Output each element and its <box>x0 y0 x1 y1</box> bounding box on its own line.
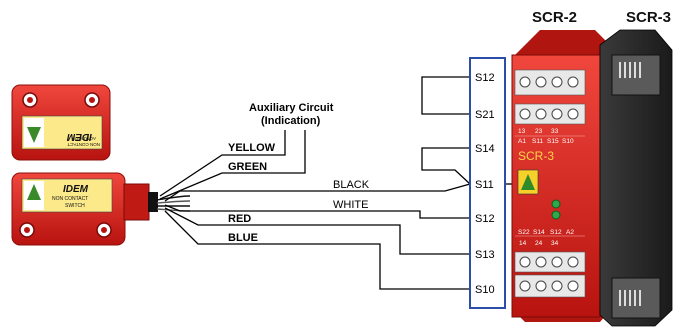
terminal-label: S21 <box>475 109 495 121</box>
relay-term-label: S10 <box>562 138 574 145</box>
relay-term-label: S12 <box>550 229 562 236</box>
wire-label-red: RED <box>228 213 251 225</box>
relay-module: 13 23 33 A1 S11 S15 S10 SCR-3 S22 S14 S1… <box>511 30 610 322</box>
jumper-s14-s11 <box>421 147 471 185</box>
wire-green <box>159 130 306 200</box>
wire-red <box>164 207 470 255</box>
relay-housing-dark <box>599 29 673 327</box>
terminal-box <box>469 57 506 309</box>
arrow-logo-icon <box>27 184 41 200</box>
terminal-label: S10 <box>475 284 495 296</box>
bottom-screw-block <box>514 251 586 273</box>
title-scr3: SCR-3 <box>626 9 671 26</box>
relay-model-label: SCR-3 <box>518 149 554 163</box>
relay-term-label: A2 <box>566 229 574 236</box>
switch-device: IDEM NON CONTACT SWITCH <box>11 172 158 246</box>
terminal-label: S12 <box>475 72 495 84</box>
actuator-line1: NON CONTACT <box>67 142 100 147</box>
title-scr2: SCR-2 <box>532 9 577 26</box>
relay-term-label: S22 <box>518 229 530 236</box>
relay-term-label: 24 <box>535 240 543 247</box>
relay-term-label: 33 <box>551 128 559 135</box>
status-led-icon <box>551 210 561 220</box>
wire-label-green: GREEN <box>228 161 267 173</box>
switch-brand: IDEM <box>63 184 89 195</box>
aux-circuit-subtitle: (Indication) <box>261 115 321 127</box>
wire-white <box>164 204 470 219</box>
wire-label-black: BLACK <box>333 179 370 191</box>
switch-line1: NON CONTACT <box>52 196 88 202</box>
aux-circuit-title: Auxiliary Circuit <box>249 102 334 114</box>
relay-term-label: S11 <box>532 138 543 145</box>
terminal-label: S11 <box>475 179 494 191</box>
wire-yellow <box>159 130 286 197</box>
relay-term-label: 14 <box>519 240 527 247</box>
terminal-label: S13 <box>475 249 495 261</box>
arrow-logo-icon <box>521 174 535 190</box>
wire-blue <box>164 210 470 290</box>
terminal-label: S12 <box>475 213 495 225</box>
relay-term-label: S15 <box>547 138 559 145</box>
relay-term-label: A1 <box>518 138 526 145</box>
jumper-s12-s21 <box>421 76 470 115</box>
wire-black <box>164 183 471 202</box>
relay-term-label: S14 <box>533 229 545 236</box>
wire-label-blue: BLUE <box>228 232 258 244</box>
relay-term-label: 23 <box>535 128 543 135</box>
relay-term-label: 34 <box>551 240 559 247</box>
terminal-label: S14 <box>475 143 495 155</box>
wires <box>159 76 515 290</box>
relay-term-label: 13 <box>518 128 526 135</box>
actuator-line2: ACTUATOR <box>71 136 96 141</box>
switch-line2: SWITCH <box>65 203 85 209</box>
actuator-brand: IDEM <box>66 131 92 142</box>
arrow-logo-icon <box>27 127 41 143</box>
wire-label-white: WHITE <box>333 199 368 211</box>
actuator-device: IDEM NON CONTACT ACTUATOR <box>11 84 111 161</box>
status-led-icon <box>551 199 561 209</box>
wire-label-yellow: YELLOW <box>228 142 276 154</box>
